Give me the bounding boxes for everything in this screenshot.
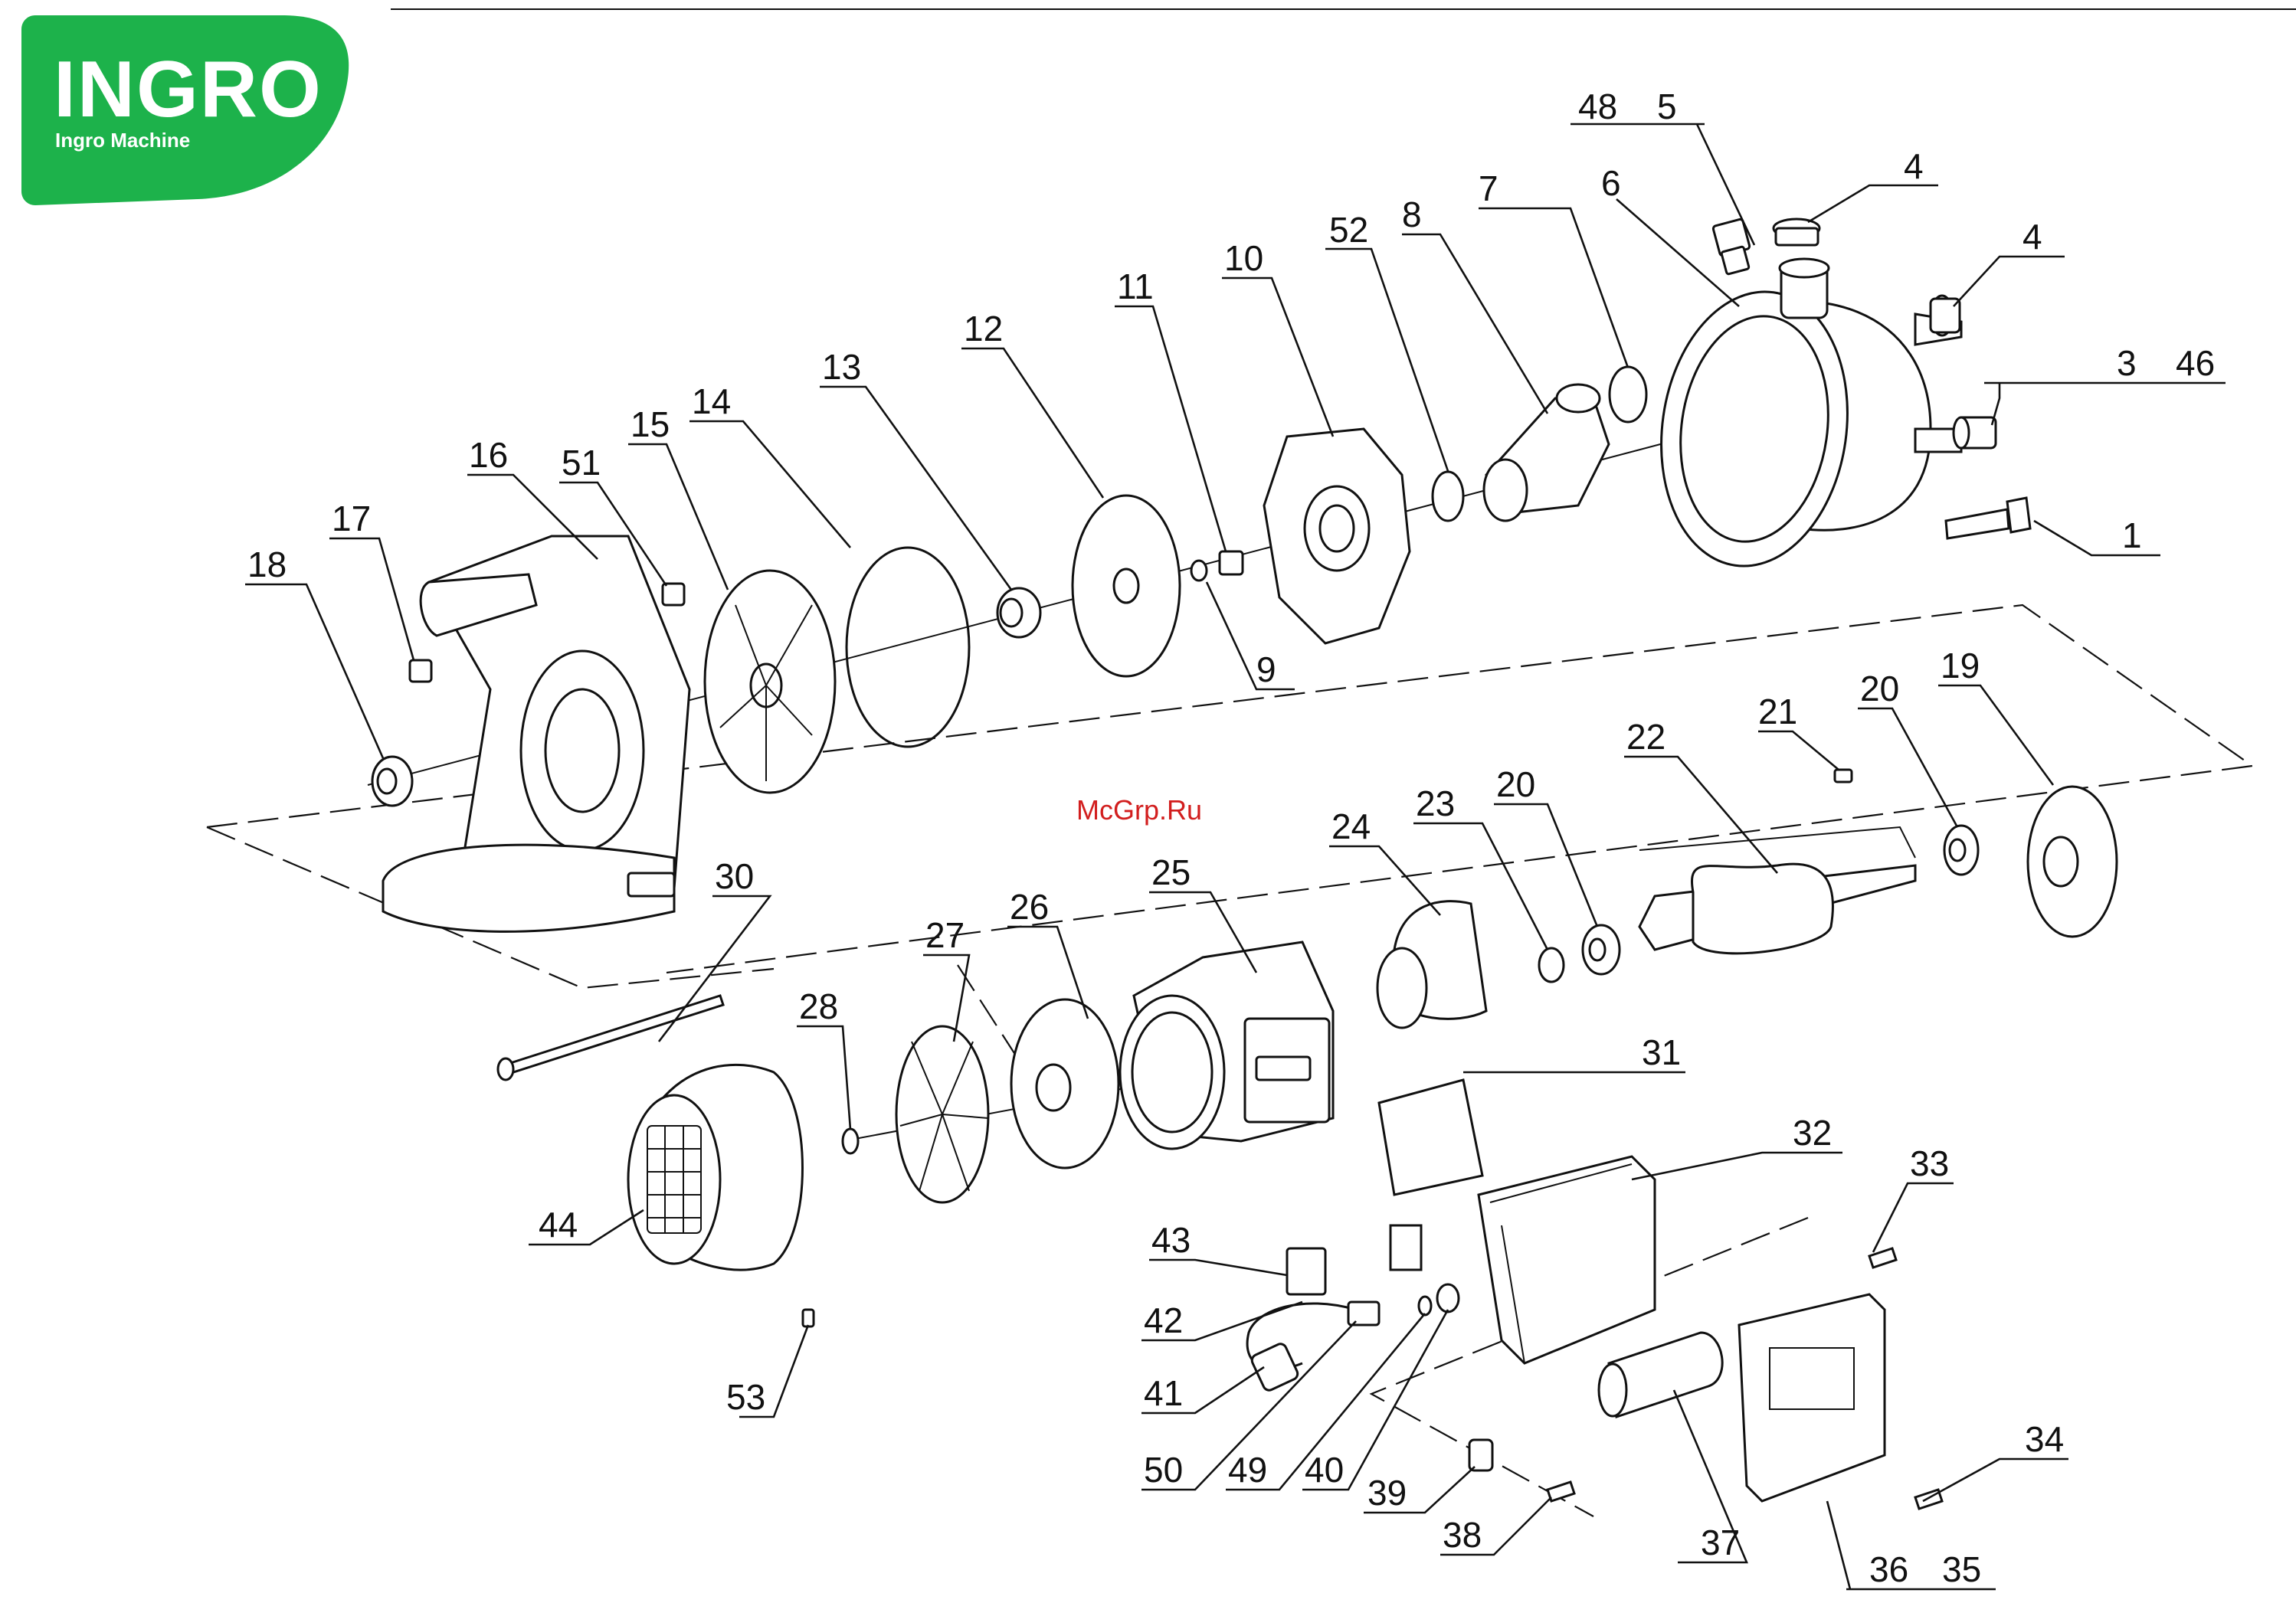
label-21: 21 — [1758, 692, 1797, 731]
label-1: 1 — [2122, 515, 2142, 555]
seal-13 — [997, 588, 1040, 637]
nut-51 — [663, 584, 684, 605]
motor-housing-25 — [1120, 942, 1333, 1149]
label-10: 10 — [1224, 238, 1263, 278]
label-33: 33 — [1910, 1143, 1949, 1183]
bolt-1 — [1946, 498, 2030, 538]
label-4-right: 4 — [2023, 217, 2042, 257]
label-23: 23 — [1416, 783, 1455, 823]
label-11: 11 — [1117, 267, 1154, 306]
washer-49 — [1419, 1297, 1431, 1315]
seal-disc-12 — [1073, 496, 1180, 676]
clip-28 — [843, 1129, 858, 1153]
o-ring-7 — [1610, 367, 1646, 422]
plug-4-top — [1774, 219, 1819, 245]
label-20-left: 20 — [1496, 764, 1535, 804]
label-46: 46 — [2176, 343, 2215, 383]
label-22: 22 — [1626, 717, 1666, 757]
label-35: 35 — [1942, 1549, 1981, 1589]
label-19: 19 — [1941, 646, 1980, 685]
label-7: 7 — [1479, 168, 1498, 208]
fitting-5 — [1713, 219, 1751, 275]
label-34: 34 — [2025, 1419, 2064, 1459]
label-24: 24 — [1331, 806, 1371, 846]
label-50: 50 — [1144, 1450, 1183, 1490]
rear-cover-19 — [2028, 787, 2117, 937]
label-15: 15 — [630, 404, 670, 444]
label-16: 16 — [469, 435, 508, 475]
pump-housing — [1644, 259, 1961, 578]
plug-3 — [1954, 417, 1996, 448]
box-cover-36 — [1739, 1294, 1885, 1501]
bearing-20-right — [1944, 826, 1978, 875]
label-5: 5 — [1657, 87, 1677, 126]
label-48: 48 — [1578, 87, 1617, 126]
label-53: 53 — [726, 1377, 765, 1417]
fan-27 — [896, 1026, 988, 1202]
clamp-39 — [1469, 1440, 1492, 1470]
label-30: 30 — [715, 856, 754, 896]
switch-gasket — [1390, 1225, 1421, 1270]
label-17: 17 — [332, 499, 371, 538]
label-20-right: 20 — [1860, 669, 1899, 708]
label-43: 43 — [1151, 1220, 1191, 1260]
label-40: 40 — [1305, 1450, 1344, 1490]
screw-53 — [803, 1310, 814, 1326]
label-31: 31 — [1642, 1032, 1681, 1072]
label-49: 49 — [1228, 1450, 1267, 1490]
fan-cover-44 — [628, 1065, 803, 1270]
label-52: 52 — [1329, 210, 1368, 250]
cable-gland-50 — [1348, 1302, 1379, 1325]
stator-24 — [1377, 901, 1486, 1028]
bracket-15 — [705, 571, 835, 793]
label-28: 28 — [799, 986, 838, 1026]
label-32: 32 — [1793, 1113, 1832, 1153]
label-6: 6 — [1601, 163, 1621, 203]
impeller-10 — [1264, 429, 1410, 643]
label-36: 36 — [1869, 1549, 1908, 1589]
label-3: 3 — [2117, 343, 2137, 383]
nut-17 — [410, 660, 431, 682]
bearing-20-left — [1583, 925, 1620, 974]
label-18: 18 — [247, 545, 287, 584]
washer-23 — [1539, 948, 1564, 982]
label-13: 13 — [822, 347, 861, 387]
cap-18 — [372, 757, 412, 806]
nut-11 — [1220, 551, 1243, 574]
label-37: 37 — [1701, 1523, 1740, 1562]
label-41: 41 — [1144, 1373, 1183, 1413]
washer-9 — [1191, 561, 1207, 581]
terminal-box-32 — [1479, 1156, 1655, 1363]
label-25: 25 — [1151, 852, 1191, 892]
label-4-top: 4 — [1904, 146, 1924, 186]
watermark: McGrp.Ru — [1076, 794, 1202, 826]
key-21 — [1835, 770, 1852, 782]
front-bracket-16 — [383, 536, 689, 931]
switch-43 — [1287, 1248, 1325, 1294]
label-38: 38 — [1443, 1515, 1482, 1555]
label-9: 9 — [1256, 649, 1276, 689]
rear-endshield-26 — [1011, 999, 1119, 1168]
capacitor-37 — [1599, 1333, 1722, 1417]
diffuser-8 — [1484, 384, 1609, 521]
label-39: 39 — [1367, 1473, 1407, 1513]
plug-4-right — [1931, 296, 1960, 335]
label-27: 27 — [925, 915, 965, 955]
o-ring-14 — [847, 548, 969, 747]
label-14: 14 — [692, 381, 731, 421]
label-44: 44 — [539, 1205, 578, 1245]
gasket-31 — [1379, 1080, 1482, 1195]
label-26: 26 — [1010, 887, 1049, 927]
rotor-22 — [1639, 864, 1915, 954]
label-51: 51 — [562, 443, 601, 483]
nut-40 — [1437, 1284, 1459, 1312]
o-ring-52 — [1433, 472, 1463, 521]
label-42: 42 — [1144, 1300, 1183, 1340]
label-8: 8 — [1402, 195, 1422, 234]
tie-rod-30 — [498, 996, 723, 1080]
label-12: 12 — [964, 309, 1003, 348]
